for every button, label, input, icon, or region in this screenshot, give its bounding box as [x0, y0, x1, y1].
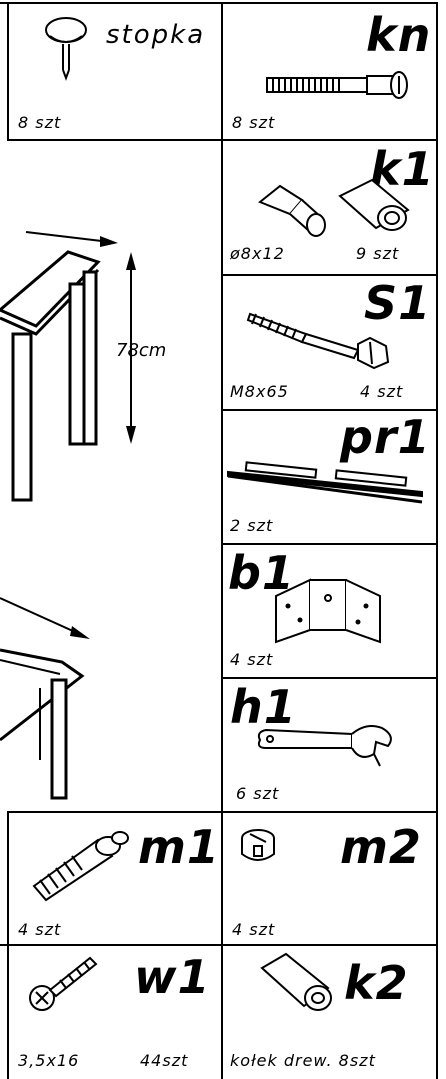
k1-code: k1 [370, 142, 435, 196]
grid-line [221, 543, 438, 545]
grid-line [436, 2, 438, 1079]
m1-qty: 4 szt [18, 920, 62, 939]
h1-code: h1 [230, 680, 297, 734]
k2-code: k2 [344, 956, 409, 1010]
m2-qty: 4 szt [232, 920, 276, 939]
threaded-insert-icon [32, 831, 129, 902]
stopka-qty: 8 szt [18, 113, 62, 132]
kn-code: kn [366, 8, 432, 62]
b1-qty: 4 szt [230, 650, 274, 669]
hex-key-wrench-icon [257, 725, 392, 767]
cam-dowel-icon [258, 178, 410, 237]
grid-line [0, 944, 438, 946]
b1-code: b1 [228, 546, 295, 600]
corner-bracket-icon [275, 578, 381, 644]
h1-qty: 6 szt [236, 784, 280, 803]
k1-size: ø8x12 [230, 244, 285, 263]
w1-size: 3,5x16 [18, 1051, 80, 1070]
grid-line [221, 139, 223, 812]
grid-line [7, 2, 9, 140]
s1-code: S1 [364, 276, 432, 330]
hex-screw-icon [246, 312, 390, 370]
pr1-qty: 2 szt [230, 516, 274, 535]
grid-line [221, 409, 438, 411]
furniture-glide-icon [45, 17, 87, 81]
mounting-rail-icon [227, 461, 423, 504]
kn-qty: 8 szt [232, 113, 276, 132]
s1-qty: 4 szt [360, 382, 404, 401]
table-height-label: 78cm [116, 340, 167, 361]
connector-bolt-icon [266, 71, 408, 99]
wood-screw-icon [29, 956, 98, 1011]
stopka-label: stopka [106, 20, 206, 50]
grid-line [0, 2, 438, 4]
w1-qty: 44szt [140, 1051, 189, 1070]
table-drawing-icon [0, 231, 136, 800]
grid-line [221, 677, 438, 679]
grid-line [221, 2, 223, 140]
w1-code: w1 [134, 950, 211, 1004]
k2-qty: kołek drew. 8szt [230, 1051, 376, 1070]
m1-code: m1 [138, 820, 220, 874]
cam-lock-icon [241, 829, 275, 861]
wooden-dowel-icon [260, 952, 332, 1011]
s1-size: M8x65 [230, 382, 289, 401]
k1-qty: 9 szt [356, 244, 400, 263]
pr1-code: pr1 [340, 410, 431, 464]
grid-line [221, 274, 438, 276]
m2-code: m2 [340, 820, 422, 874]
